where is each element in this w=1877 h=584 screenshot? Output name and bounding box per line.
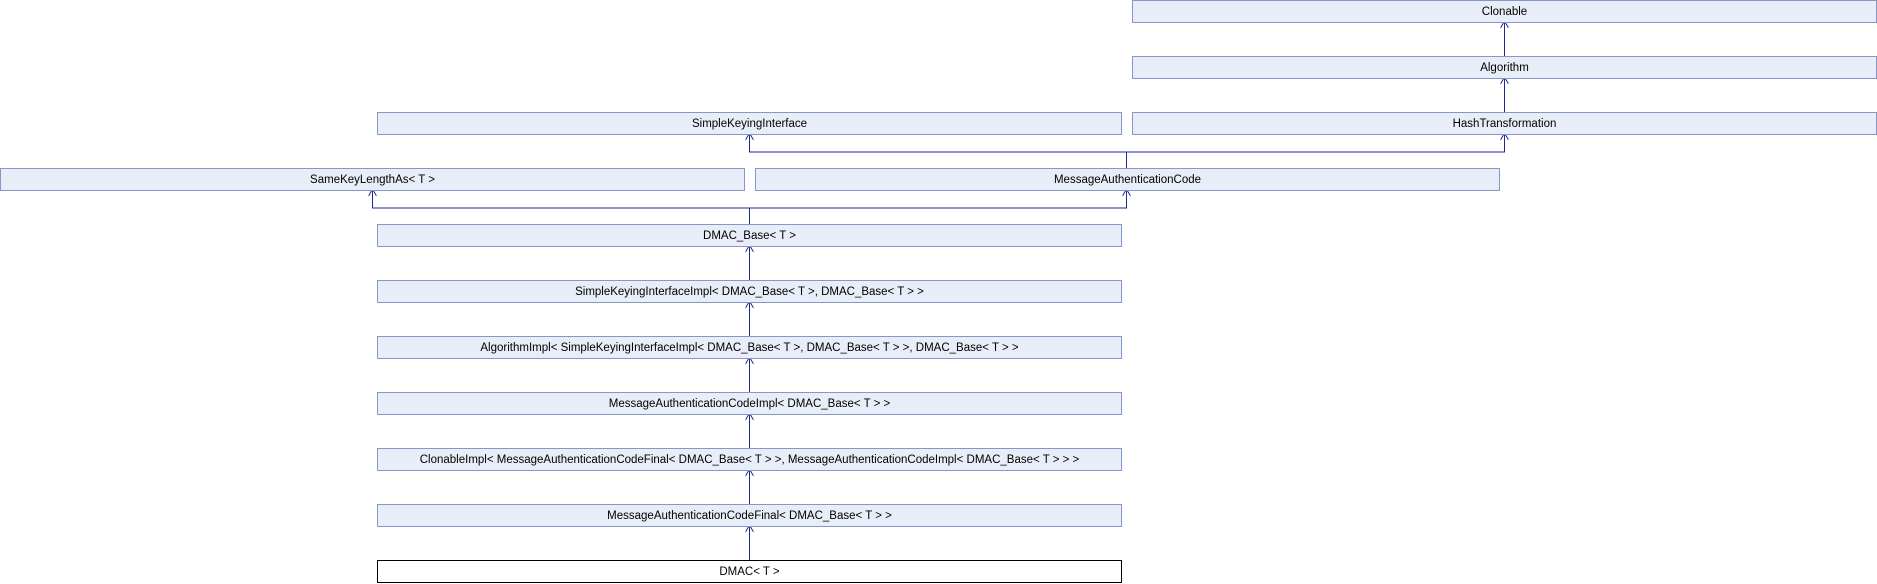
node-dmac: DMAC< T > <box>377 560 1122 583</box>
node-clonable-impl[interactable]: ClonableImpl< MessageAuthenticationCodeF… <box>377 448 1122 471</box>
node-algorithm-impl[interactable]: AlgorithmImpl< SimpleKeyingInterfaceImpl… <box>377 336 1122 359</box>
node-simple-keying-interface-impl[interactable]: SimpleKeyingInterfaceImpl< DMAC_Base< T … <box>377 280 1122 303</box>
edge-dmacbase-to-samekeylengthas <box>373 190 750 224</box>
node-simple-keying-interface[interactable]: SimpleKeyingInterface <box>377 112 1122 135</box>
edge-dmacbase-to-mac <box>749 190 1127 209</box>
node-algorithm[interactable]: Algorithm <box>1132 56 1877 79</box>
node-dmac-base[interactable]: DMAC_Base< T > <box>377 224 1122 247</box>
edge-mac-to-hashtransformation <box>1126 134 1505 153</box>
node-message-authentication-code-impl[interactable]: MessageAuthenticationCodeImpl< DMAC_Base… <box>377 392 1122 415</box>
edge-mac-to-simplekeyinginterface <box>750 134 1127 168</box>
node-same-key-length-as[interactable]: SameKeyLengthAs< T > <box>0 168 745 191</box>
node-message-authentication-code-final[interactable]: MessageAuthenticationCodeFinal< DMAC_Bas… <box>377 504 1122 527</box>
node-message-authentication-code[interactable]: MessageAuthenticationCode <box>755 168 1500 191</box>
node-hash-transformation[interactable]: HashTransformation <box>1132 112 1877 135</box>
node-clonable[interactable]: Clonable <box>1132 0 1877 23</box>
